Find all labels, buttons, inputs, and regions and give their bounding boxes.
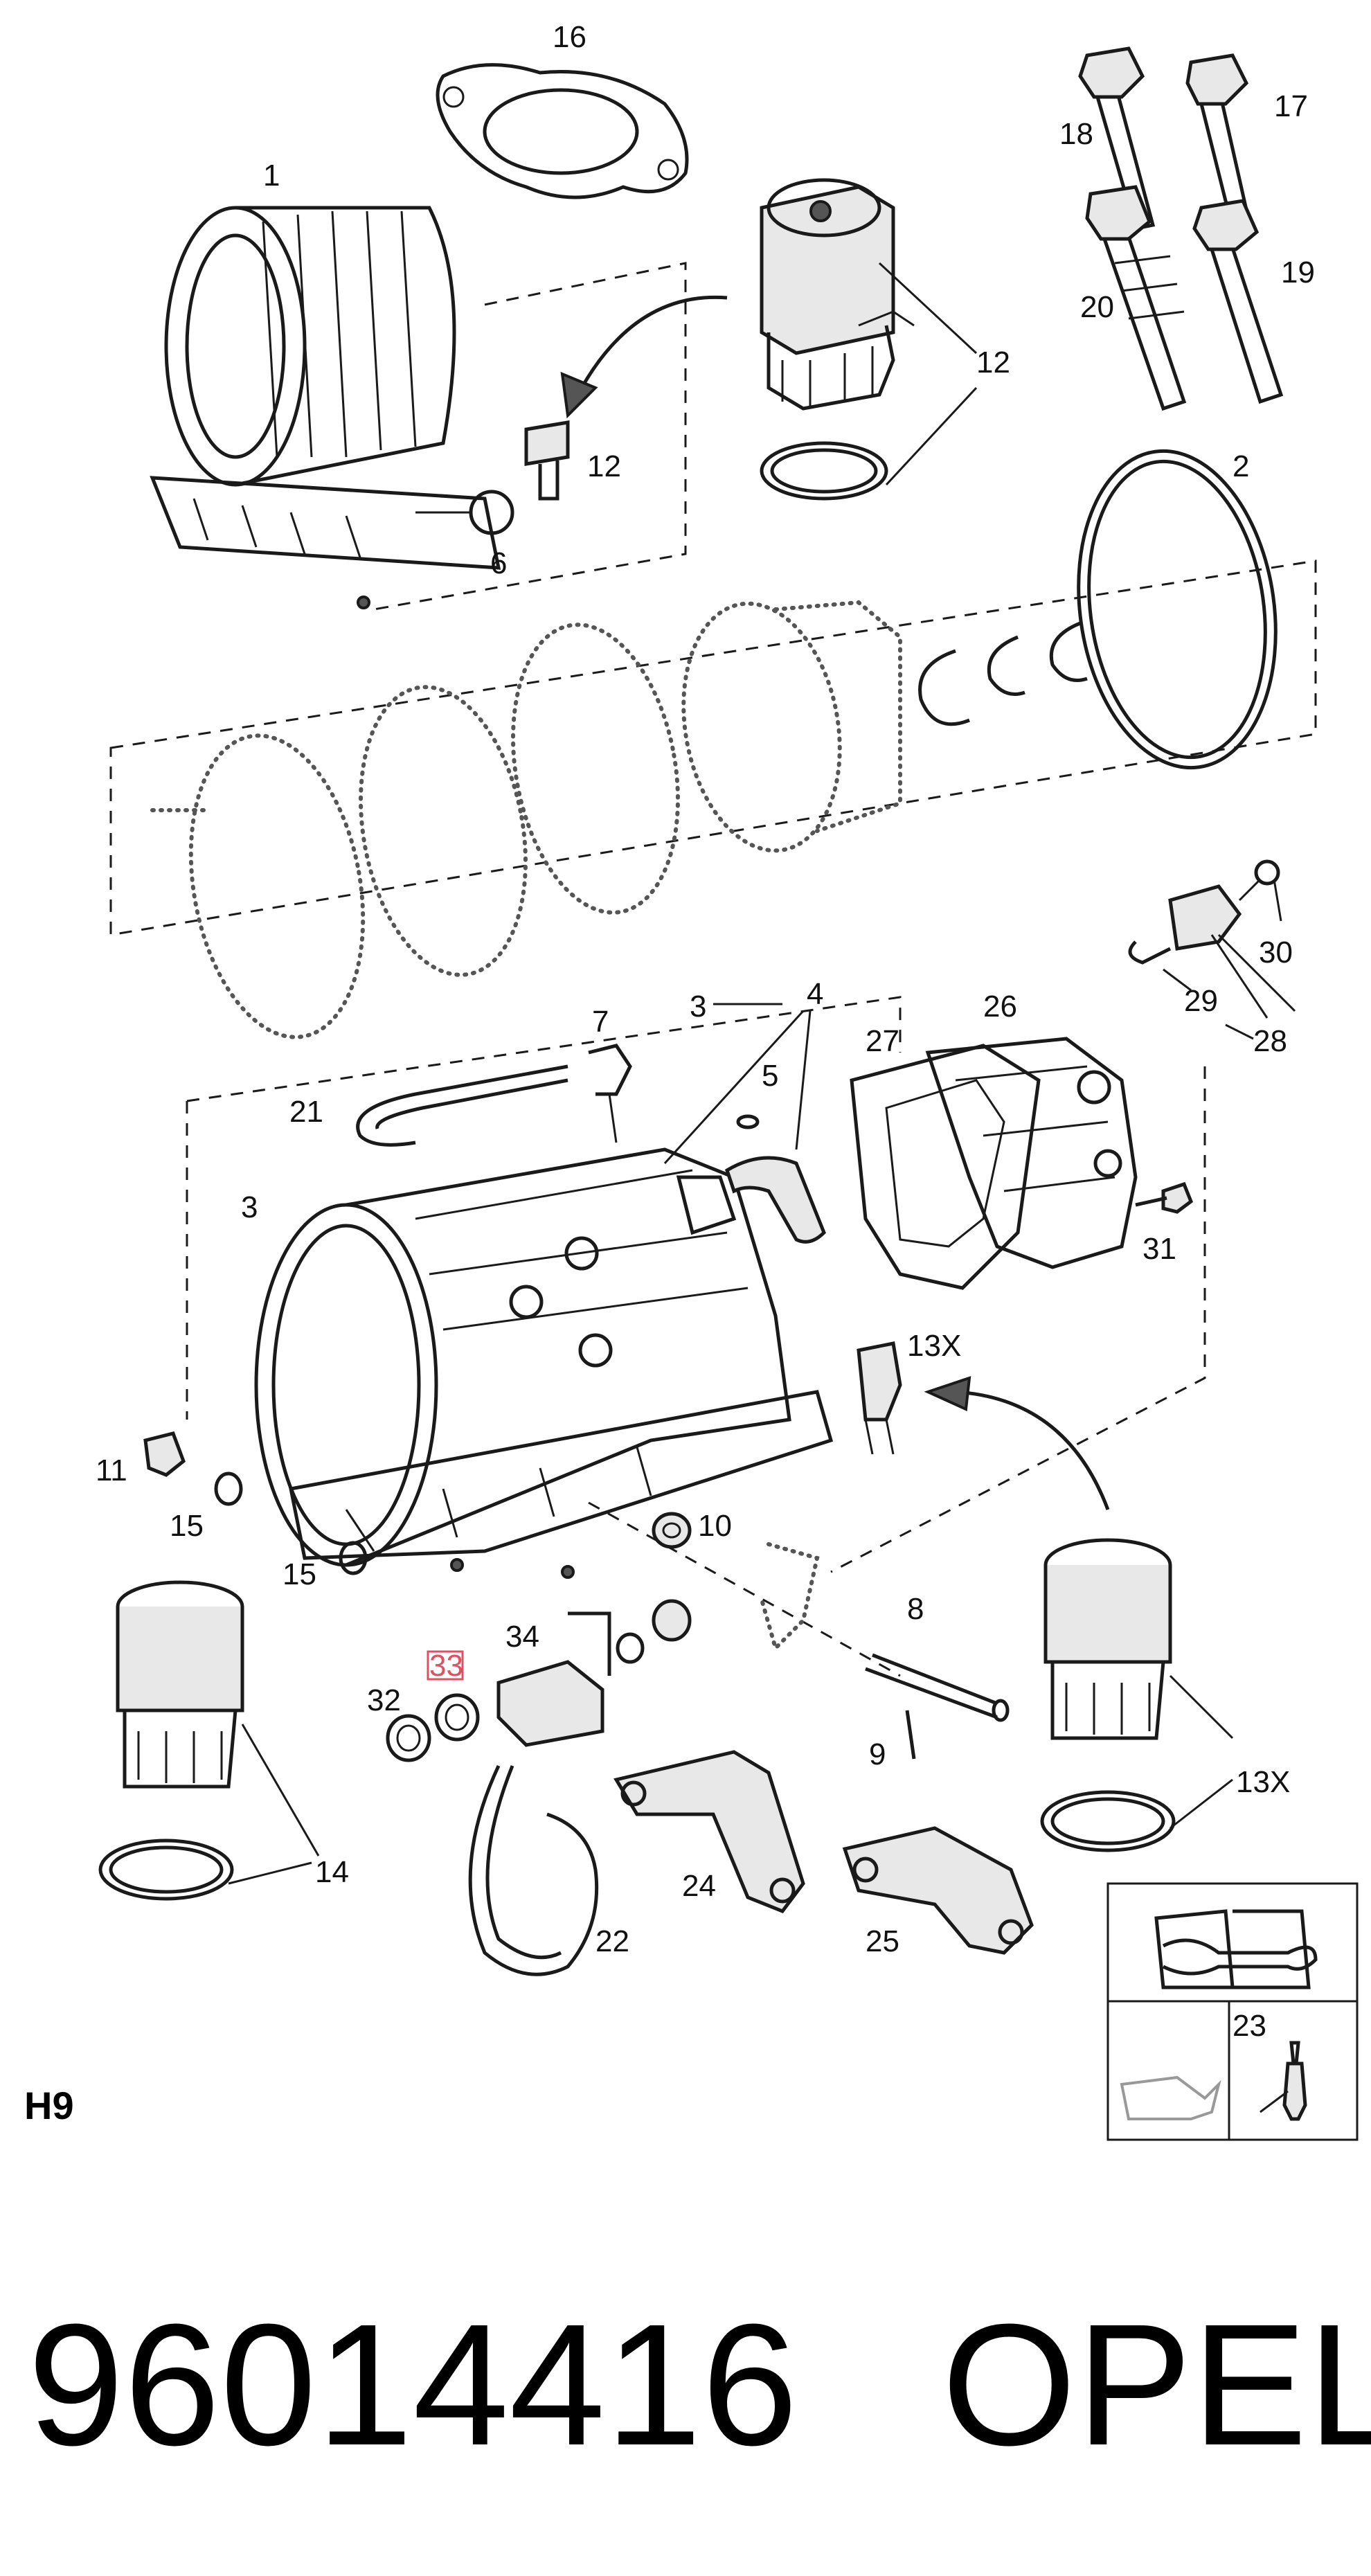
part-3-transmission-case[interactable] bbox=[254, 1147, 834, 1579]
part-15-seal-a[interactable] bbox=[214, 1472, 243, 1506]
label-12-small: 12 bbox=[587, 449, 621, 483]
arrow-head-12 bbox=[560, 371, 598, 419]
clutch-plate-1[interactable] bbox=[150, 722, 385, 1051]
part-number: 96014416 bbox=[28, 2288, 798, 2481]
label-14: 14 bbox=[315, 1855, 349, 1889]
part-14-actuator[interactable] bbox=[116, 1580, 244, 1789]
part-22-strap[interactable] bbox=[468, 1764, 599, 1976]
snap-rings[interactable] bbox=[918, 621, 1088, 726]
label-15-a: 15 bbox=[170, 1509, 204, 1543]
label-33-highlight-box bbox=[427, 1650, 464, 1681]
label-16: 16 bbox=[553, 20, 586, 54]
part-4-band[interactable] bbox=[724, 1156, 826, 1244]
bolt-20[interactable] bbox=[1085, 185, 1187, 411]
service-legend-box bbox=[1106, 1882, 1359, 2141]
label-3-left: 3 bbox=[241, 1190, 258, 1224]
label-7: 7 bbox=[592, 1005, 609, 1039]
label-1: 1 bbox=[263, 159, 280, 193]
part-12-solenoid-valve[interactable] bbox=[415, 420, 570, 535]
label-13x-top: 13X bbox=[907, 1329, 961, 1363]
part-12-oring[interactable] bbox=[760, 441, 888, 501]
part-13x-actuator[interactable] bbox=[1043, 1538, 1172, 1740]
label-11: 11 bbox=[96, 1454, 127, 1487]
part-26-extension-housing[interactable] bbox=[925, 1037, 1138, 1269]
arrow-to-13x bbox=[955, 1390, 1110, 1510]
part-21-vent-hose[interactable] bbox=[356, 1064, 568, 1147]
repair-manual-icon bbox=[1154, 1909, 1318, 1989]
clutch-plate-3[interactable] bbox=[492, 611, 699, 926]
part-28-sensor[interactable] bbox=[1128, 859, 1280, 965]
label-4: 4 bbox=[807, 977, 823, 1011]
label-31: 31 bbox=[1142, 1232, 1176, 1266]
label-24: 24 bbox=[682, 1869, 716, 1903]
clutch-plate-2[interactable] bbox=[339, 674, 546, 988]
assembly-outline-upper bbox=[373, 262, 687, 611]
label-26: 26 bbox=[983, 990, 1017, 1023]
label-30: 30 bbox=[1259, 936, 1293, 969]
leader-14 bbox=[228, 1724, 320, 1885]
part-32-seal[interactable] bbox=[386, 1714, 431, 1762]
part-11-plug[interactable] bbox=[143, 1431, 186, 1477]
part-24-bracket[interactable] bbox=[613, 1750, 805, 1914]
label-5: 5 bbox=[762, 1059, 778, 1093]
part-9-pin[interactable] bbox=[905, 1710, 916, 1760]
part-25-bracket[interactable] bbox=[842, 1826, 1034, 1955]
label-29: 29 bbox=[1184, 984, 1218, 1018]
label-13x-bottom: 13X bbox=[1236, 1765, 1290, 1799]
arrow-head-13x bbox=[924, 1376, 971, 1411]
label-10: 10 bbox=[698, 1509, 732, 1543]
part-13x-oring[interactable] bbox=[1040, 1790, 1176, 1852]
bolt-19[interactable] bbox=[1192, 199, 1284, 404]
label-18: 18 bbox=[1059, 117, 1093, 151]
arrow-to-solenoid bbox=[580, 295, 728, 389]
label-28: 28 bbox=[1253, 1024, 1287, 1058]
leader-13x bbox=[1169, 1674, 1234, 1830]
part-12-actuator[interactable] bbox=[760, 178, 915, 411]
section-code: H9 bbox=[24, 2084, 74, 2127]
part-side-seals[interactable] bbox=[616, 1599, 692, 1664]
brand-name: OPEL bbox=[942, 2288, 1371, 2481]
shaft-axis bbox=[588, 1501, 901, 1677]
label-8: 8 bbox=[907, 1592, 924, 1626]
part-7-fitting[interactable] bbox=[588, 1044, 632, 1143]
label-21: 21 bbox=[289, 1095, 323, 1129]
part-5-seal[interactable] bbox=[736, 1114, 760, 1129]
assembly-outline-main bbox=[186, 996, 1206, 1573]
label-12-large: 12 bbox=[976, 346, 1010, 379]
part-15-seal-b[interactable] bbox=[339, 1541, 368, 1575]
label-19: 19 bbox=[1281, 256, 1315, 289]
label-32: 32 bbox=[367, 1683, 401, 1717]
clutch-pack-drum[interactable] bbox=[665, 591, 902, 864]
leader-12 bbox=[878, 262, 978, 486]
label-34: 34 bbox=[505, 1620, 539, 1654]
label-17: 17 bbox=[1274, 89, 1308, 123]
leader-3-4 bbox=[663, 1003, 812, 1165]
label-2: 2 bbox=[1233, 449, 1249, 483]
label-15-b: 15 bbox=[283, 1557, 316, 1591]
label-3-top: 3 bbox=[690, 990, 706, 1023]
part-33-seal[interactable] bbox=[434, 1693, 480, 1742]
leader-28-29-30 bbox=[1163, 879, 1296, 1040]
oil-can-icon bbox=[1120, 2075, 1221, 2120]
part-31-bolt[interactable] bbox=[1135, 1181, 1194, 1214]
label-25: 25 bbox=[866, 1924, 899, 1958]
label-23: 23 bbox=[1233, 2009, 1266, 2043]
part-34-shift-rod[interactable] bbox=[496, 1611, 611, 1747]
part-27-gasket[interactable] bbox=[850, 1044, 1041, 1290]
label-20: 20 bbox=[1080, 290, 1114, 324]
sealant-tube-icon bbox=[1260, 2041, 1307, 2121]
label-33: 33 bbox=[429, 1649, 463, 1683]
part-1-housing[interactable] bbox=[150, 206, 501, 609]
label-27: 27 bbox=[866, 1024, 899, 1058]
part-13x-solenoid[interactable] bbox=[857, 1341, 902, 1455]
part-10-bushing[interactable] bbox=[652, 1512, 692, 1549]
part-2-ring[interactable] bbox=[1059, 438, 1295, 780]
part-8-shaft[interactable] bbox=[760, 1542, 1010, 1722]
part-16-gasket[interactable] bbox=[436, 63, 689, 199]
label-6: 6 bbox=[490, 546, 507, 580]
label-9: 9 bbox=[869, 1737, 886, 1771]
part-14-oring[interactable] bbox=[98, 1839, 234, 1901]
label-22: 22 bbox=[595, 1924, 629, 1958]
